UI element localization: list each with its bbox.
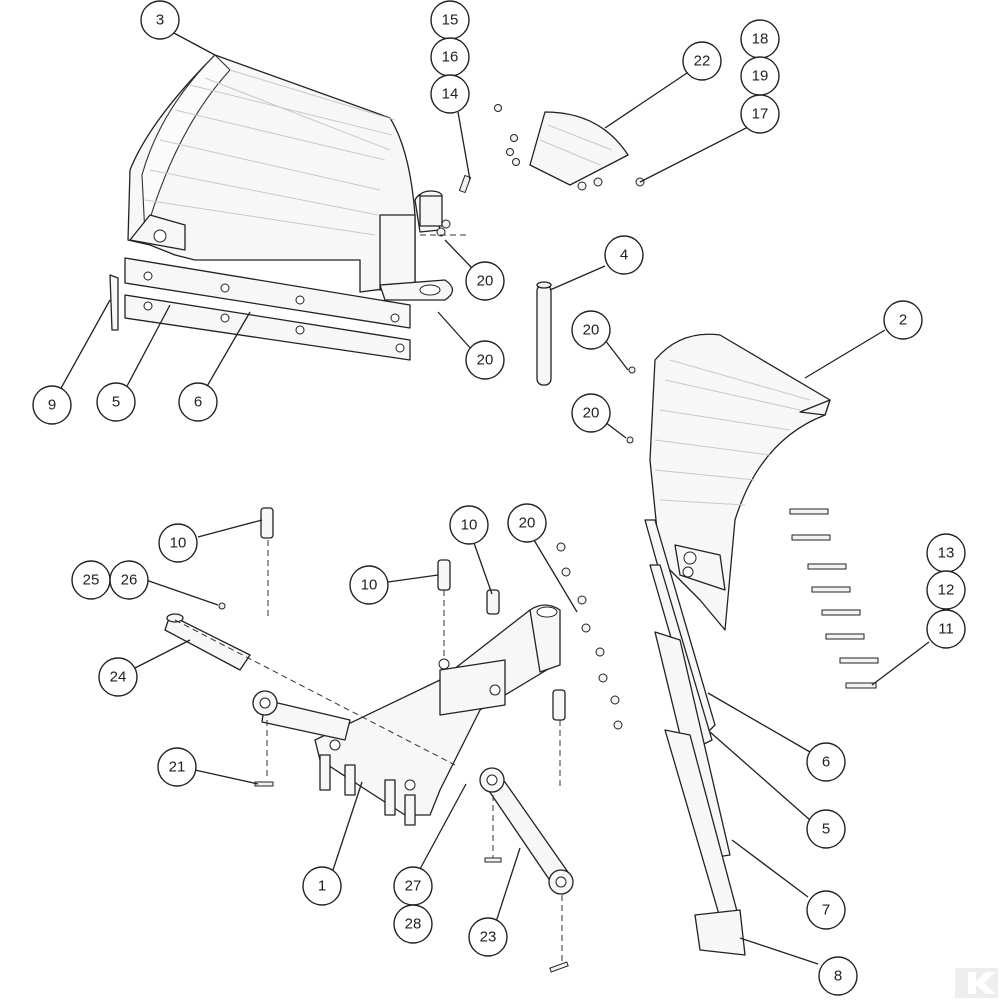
callout-3[interactable]: 3 <box>140 0 180 40</box>
callout-10-middle[interactable]: 10 <box>349 565 389 605</box>
brand-logo-icon <box>955 968 998 998</box>
callout-16[interactable]: 16 <box>430 37 470 77</box>
svg-text:11: 11 <box>938 621 954 638</box>
svg-text:12: 12 <box>938 582 955 599</box>
left-cutting-edge-parts-5-6 <box>109 257 411 361</box>
callout-24[interactable]: 24 <box>98 657 138 697</box>
svg-text:15: 15 <box>442 12 459 29</box>
svg-text:25: 25 <box>83 572 100 589</box>
svg-text:5: 5 <box>112 394 120 411</box>
bolts-part-11 <box>789 508 879 689</box>
callout-8[interactable]: 8 <box>818 956 858 996</box>
callout-15[interactable]: 15 <box>430 0 470 40</box>
callout-21[interactable]: 21 <box>157 747 197 787</box>
callout-13[interactable]: 13 <box>926 533 966 573</box>
svg-text:8: 8 <box>834 968 842 985</box>
svg-text:17: 17 <box>752 106 769 123</box>
svg-text:7: 7 <box>822 902 830 919</box>
svg-text:6: 6 <box>194 394 202 411</box>
nuts-part-20 <box>556 542 623 730</box>
callout-20-right-upper[interactable]: 20 <box>571 310 611 350</box>
callout-20-lower[interactable]: 20 <box>465 340 505 380</box>
svg-text:20: 20 <box>519 515 536 532</box>
callout-19[interactable]: 19 <box>740 56 780 96</box>
svg-text:24: 24 <box>110 669 127 686</box>
callout-5-right[interactable]: 5 <box>806 809 846 849</box>
callout-18[interactable]: 18 <box>740 19 780 59</box>
svg-text:9: 9 <box>48 397 56 414</box>
callout-25[interactable]: 25 <box>71 560 111 600</box>
pin-part-21 <box>254 781 274 787</box>
callout-26[interactable]: 26 <box>109 560 149 600</box>
callout-20-upper[interactable]: 20 <box>465 261 505 301</box>
callout-2[interactable]: 2 <box>883 300 923 340</box>
svg-text:20: 20 <box>477 352 494 369</box>
svg-text:28: 28 <box>405 916 422 933</box>
leader-lines <box>59 31 930 965</box>
callout-20-right-lower[interactable]: 20 <box>571 393 611 433</box>
callout-23[interactable]: 23 <box>468 917 508 957</box>
svg-text:19: 19 <box>752 68 769 85</box>
svg-text:10: 10 <box>170 535 187 552</box>
svg-text:20: 20 <box>583 322 600 339</box>
callout-27[interactable]: 27 <box>393 866 433 906</box>
callouts: 3 15 16 14 18 19 17 22 4 20 20 9 5 6 20 … <box>32 0 966 996</box>
svg-text:13: 13 <box>938 545 955 562</box>
callout-4[interactable]: 4 <box>604 235 644 275</box>
svg-text:18: 18 <box>752 31 769 48</box>
callout-5-left[interactable]: 5 <box>96 382 136 422</box>
svg-text:22: 22 <box>694 53 711 70</box>
callout-9[interactable]: 9 <box>32 385 72 425</box>
svg-text:21: 21 <box>169 759 186 776</box>
callout-14[interactable]: 14 <box>430 74 470 114</box>
svg-text:10: 10 <box>361 577 378 594</box>
svg-text:2: 2 <box>899 312 907 329</box>
pin-small-b <box>549 961 569 973</box>
callout-12[interactable]: 12 <box>926 570 966 610</box>
pins-part-10 <box>260 507 566 721</box>
pin-small-a <box>484 857 502 863</box>
svg-text:10: 10 <box>461 517 478 534</box>
svg-text:27: 27 <box>405 878 422 895</box>
callout-17[interactable]: 17 <box>740 94 780 134</box>
sleeve-part-24 <box>164 613 251 671</box>
callout-10-left[interactable]: 10 <box>158 523 198 563</box>
right-mouldboard-part-2 <box>626 333 831 631</box>
cylinder-left <box>252 690 351 741</box>
svg-text:20: 20 <box>477 273 494 290</box>
callout-22[interactable]: 22 <box>682 41 722 81</box>
svg-text:1: 1 <box>318 878 326 895</box>
cylinder-part-23 <box>479 767 574 895</box>
pivot-pin-part-4 <box>536 281 552 386</box>
svg-text:16: 16 <box>442 49 459 66</box>
callout-7[interactable]: 7 <box>806 890 846 930</box>
callout-28[interactable]: 28 <box>393 904 433 944</box>
callout-6-left[interactable]: 6 <box>178 382 218 422</box>
washer-part-26 <box>218 602 226 610</box>
svg-text:6: 6 <box>822 754 830 771</box>
callout-6-right[interactable]: 6 <box>806 742 846 782</box>
a-frame-part-1 <box>314 604 561 826</box>
deflector-plate-part-22 <box>494 104 645 191</box>
left-mouldboard-part-3 <box>127 54 472 301</box>
svg-text:14: 14 <box>442 86 459 103</box>
svg-text:3: 3 <box>156 12 164 29</box>
svg-text:20: 20 <box>583 405 600 422</box>
right-cutting-edges-parts-5-6-7-8 <box>644 519 746 956</box>
svg-text:23: 23 <box>480 929 497 946</box>
callout-20-frame[interactable]: 20 <box>507 503 547 543</box>
assembly-lines <box>174 234 563 965</box>
callout-10-right[interactable]: 10 <box>449 505 489 545</box>
callout-11[interactable]: 11 <box>926 609 966 649</box>
svg-text:26: 26 <box>121 572 138 589</box>
svg-text:4: 4 <box>620 247 628 264</box>
callout-1[interactable]: 1 <box>302 866 342 906</box>
svg-text:5: 5 <box>822 821 830 838</box>
